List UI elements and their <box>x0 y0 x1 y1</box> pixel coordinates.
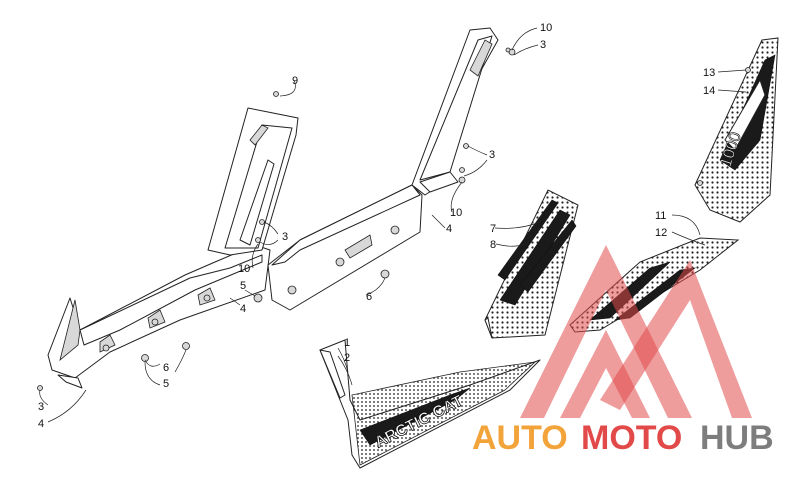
callout-11: 11 <box>655 210 666 222</box>
nut-icon <box>182 342 190 350</box>
callout-2: 2 <box>344 352 350 364</box>
fasteners <box>37 47 751 391</box>
left-lower-panel <box>47 244 271 389</box>
watermark-triangle-icon <box>520 245 692 418</box>
callout-4: 4 <box>446 223 452 235</box>
callout-14: 14 <box>703 85 715 97</box>
callout-4: 4 <box>38 418 44 430</box>
callout-9: 9 <box>292 75 298 87</box>
callout-12: 12 <box>655 227 667 239</box>
watermark-text-hub: HUB <box>700 419 774 457</box>
watermark-text-moto: MOTO <box>581 419 682 457</box>
left-upright-post <box>207 107 299 256</box>
middle-upright-post <box>411 27 499 196</box>
callout-3: 3 <box>38 401 44 413</box>
callout-6: 6 <box>163 362 169 374</box>
callout-13: 13 <box>703 67 715 79</box>
nut-icon <box>380 269 390 279</box>
callout-10: 10 <box>238 263 250 275</box>
callout-3: 3 <box>540 39 546 51</box>
callout-10: 10 <box>540 22 552 34</box>
leader-lines <box>39 27 747 423</box>
screw-icon <box>745 67 751 73</box>
screw-icon <box>255 237 261 243</box>
callout-10: 10 <box>450 207 462 219</box>
callout-4: 4 <box>240 303 246 315</box>
screw-icon <box>459 167 465 173</box>
watermark-text-auto: AUTO <box>472 419 568 457</box>
callout-1: 1 <box>344 337 350 349</box>
callout-3: 3 <box>282 231 288 243</box>
callout-7: 7 <box>490 223 496 235</box>
callout-6: 6 <box>366 291 372 303</box>
middle-lower-panel <box>267 184 423 311</box>
nut-icon <box>253 293 263 303</box>
screw-icon <box>463 143 469 149</box>
callout-labels: 10 3 9 13 14 3 10 4 7 8 11 12 3 10 5 4 6… <box>38 22 715 430</box>
nut-icon <box>458 176 466 184</box>
decal-stripe-panel <box>484 189 579 339</box>
decal-1000-panel: 1000 <box>694 37 779 223</box>
nut-icon <box>505 47 511 53</box>
callout-5: 5 <box>240 280 246 292</box>
callout-5: 5 <box>163 378 169 390</box>
screw-icon <box>697 180 703 186</box>
screw-icon <box>273 91 279 97</box>
nut-icon <box>141 354 149 362</box>
screw-icon <box>259 219 265 225</box>
screw-icon <box>37 385 43 391</box>
callout-3: 3 <box>489 149 495 161</box>
callout-8: 8 <box>490 239 496 251</box>
watermark-logo: AUTO MOTO HUB <box>472 245 774 457</box>
